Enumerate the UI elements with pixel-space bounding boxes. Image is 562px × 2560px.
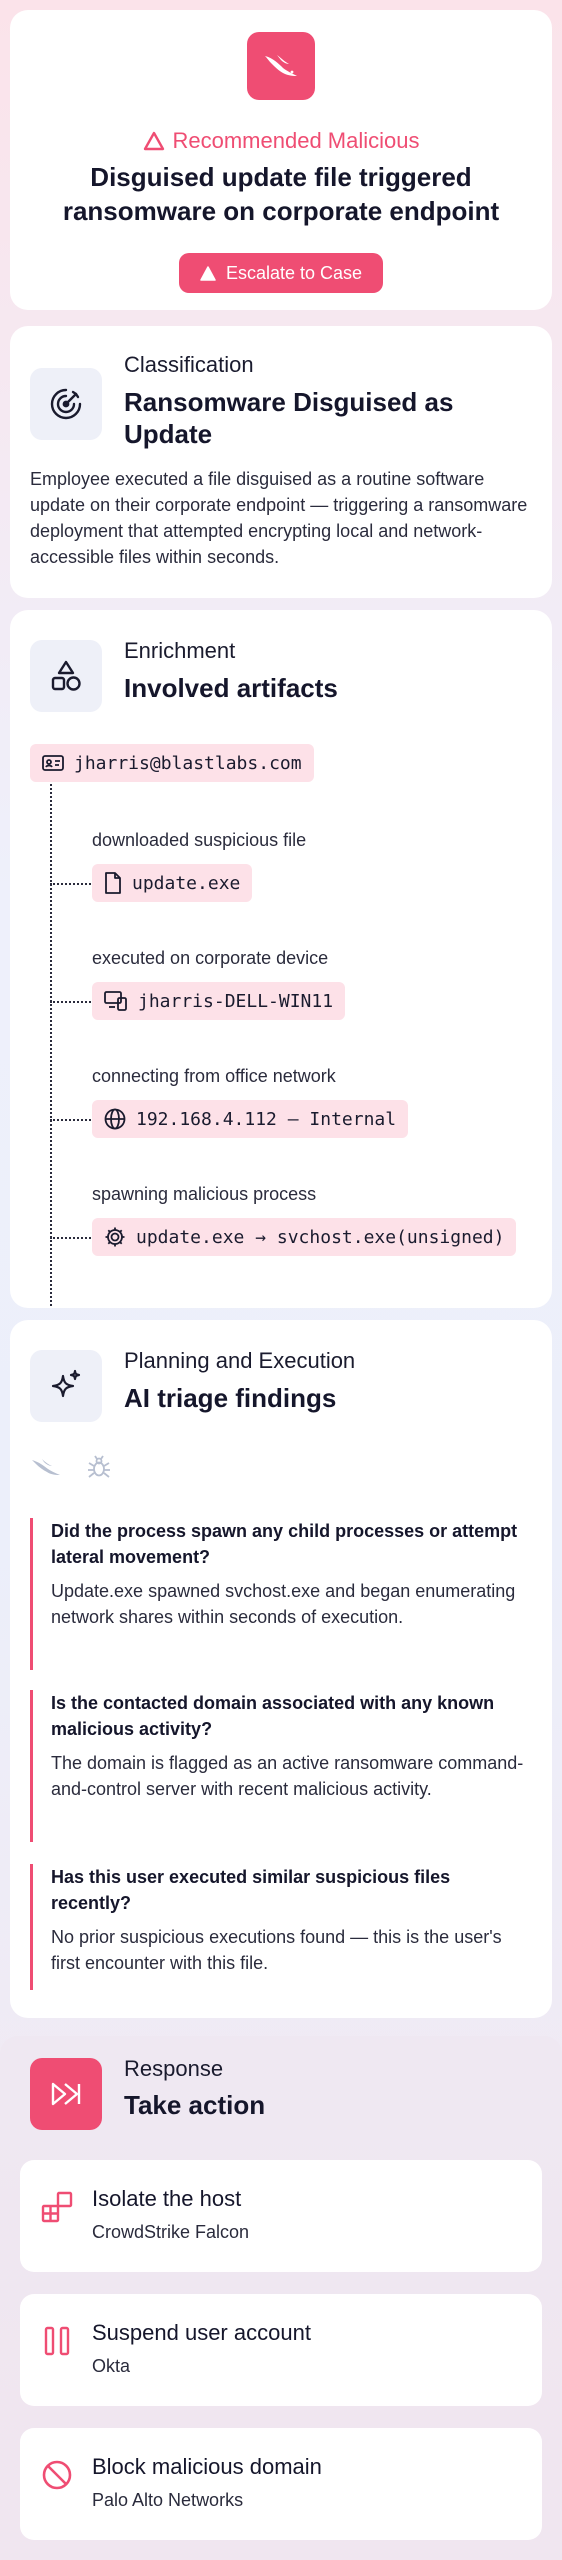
artifact-branch bbox=[50, 1237, 102, 1239]
isolate-icon bbox=[41, 2191, 73, 2223]
finding-item: Did the process spawn any child processe… bbox=[30, 1518, 535, 1670]
action-block-domain[interactable]: Block malicious domain Palo Alto Network… bbox=[20, 2428, 542, 2540]
falcon-logo-icon bbox=[247, 32, 315, 100]
verdict-label: Recommended Malicious bbox=[10, 128, 552, 154]
artifact-label: downloaded suspicious file bbox=[92, 830, 307, 850]
falcon-logo-icon bbox=[32, 1459, 60, 1475]
finding-item: Is the contacted domain associated with … bbox=[30, 1690, 535, 1842]
warning-filled-icon bbox=[200, 265, 216, 281]
finding-answer: The domain is flagged as an active ranso… bbox=[51, 1753, 524, 1799]
classification-card: Classification Ransomware Disguised as U… bbox=[10, 326, 552, 598]
finding-answer: Update.exe spawned svchost.exe and began… bbox=[51, 1581, 516, 1627]
pause-icon bbox=[44, 2326, 70, 2356]
artifact-label: spawning malicious process bbox=[92, 1184, 317, 1204]
artifact-label: executed on corporate device bbox=[92, 948, 329, 968]
section-title: AI triage findings bbox=[124, 1383, 337, 1413]
vendor-logos bbox=[30, 1454, 112, 1480]
escalate-to-case-button[interactable]: Escalate to Case bbox=[179, 253, 383, 293]
section-subtitle: Planning and Execution bbox=[124, 1348, 356, 1373]
section-subtitle: Response bbox=[124, 2056, 224, 2081]
finding-answer: No prior suspicious executions found — t… bbox=[51, 1927, 502, 1973]
warning-icon bbox=[143, 131, 164, 151]
artifact-chip-file[interactable]: update.exe bbox=[92, 864, 253, 902]
action-name: Suspend user account bbox=[92, 2320, 311, 2345]
artifact-chip-network[interactable]: 192.168.4.112 — Internal bbox=[92, 1100, 409, 1138]
artifact-chip-device[interactable]: jharris-DELL-WIN11 bbox=[92, 982, 346, 1020]
action-name: Block malicious domain bbox=[92, 2454, 322, 2479]
action-vendor: Okta bbox=[92, 2356, 131, 2376]
finding-question: Has this user executed similar suspiciou… bbox=[51, 1867, 451, 1913]
shapes-icon bbox=[30, 640, 102, 712]
target-icon bbox=[30, 368, 102, 440]
verdict-card: Recommended Malicious Disguised update f… bbox=[10, 10, 552, 310]
finding-item: Has this user executed similar suspiciou… bbox=[30, 1864, 535, 1990]
action-name: Isolate the host bbox=[92, 2186, 242, 2211]
gear-icon bbox=[105, 1227, 125, 1247]
bug-logo-icon bbox=[88, 1455, 110, 1478]
section-subtitle: Enrichment bbox=[124, 638, 236, 663]
section-title: Ransomware Disguised as Update bbox=[124, 387, 454, 449]
section-subtitle: Classification bbox=[124, 352, 254, 377]
enrichment-card: Enrichment Involved artifacts jharris@bl… bbox=[10, 610, 552, 1308]
artifact-branch bbox=[50, 1001, 102, 1003]
artifact-label: connecting from office network bbox=[92, 1066, 336, 1086]
finding-question: Is the contacted domain associated with … bbox=[51, 1693, 495, 1739]
sparkle-icon bbox=[30, 1350, 102, 1422]
artifact-tree-line bbox=[50, 784, 52, 1308]
response-panel: Response Take action Isolate the host Cr… bbox=[0, 2036, 562, 2560]
section-title: Involved artifacts bbox=[124, 673, 338, 703]
artifact-branch bbox=[50, 1119, 102, 1121]
id-card-icon bbox=[42, 755, 64, 771]
fast-forward-icon bbox=[30, 2058, 102, 2130]
verdict-title: Disguised update file triggered ransomwa… bbox=[62, 162, 500, 226]
device-icon bbox=[104, 991, 127, 1011]
classification-description: Employee executed a file disguised as a … bbox=[30, 469, 528, 567]
file-icon bbox=[105, 872, 121, 894]
action-isolate-host[interactable]: Isolate the host CrowdStrike Falcon bbox=[20, 2160, 542, 2272]
globe-icon bbox=[104, 1108, 126, 1130]
action-suspend-user[interactable]: Suspend user account Okta bbox=[20, 2294, 542, 2406]
artifact-root-chip[interactable]: jharris@blastlabs.com bbox=[30, 744, 314, 782]
action-vendor: CrowdStrike Falcon bbox=[92, 2222, 250, 2242]
ai-triage-card: Planning and Execution AI triage finding… bbox=[10, 1320, 552, 2018]
artifact-chip-process[interactable]: update.exe → svchost.exe(unsigned) bbox=[92, 1218, 517, 1256]
block-icon bbox=[42, 2460, 72, 2490]
artifact-branch bbox=[50, 883, 102, 885]
section-title: Take action bbox=[124, 2090, 266, 2120]
action-vendor: Palo Alto Networks bbox=[92, 2490, 244, 2510]
finding-question: Did the process spawn any child processe… bbox=[51, 1521, 518, 1567]
